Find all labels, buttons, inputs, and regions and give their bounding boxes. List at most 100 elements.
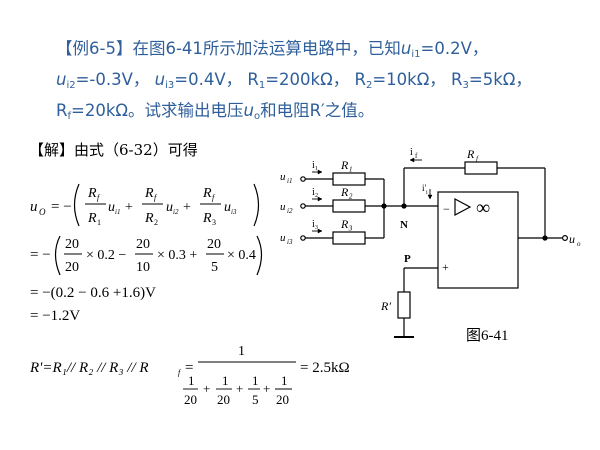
- svg-text:R₁: R₁: [340, 158, 353, 172]
- resistor-r1: [332, 172, 366, 186]
- svg-text:i2: i2: [173, 208, 179, 216]
- svg-text:i₂: i₂: [312, 187, 318, 198]
- svg-text:f: f: [212, 193, 216, 202]
- svg-text:−: −: [443, 202, 450, 216]
- svg-text:N: N: [400, 219, 408, 231]
- svg-text:R: R: [144, 211, 154, 226]
- uo-terminal: [561, 235, 568, 242]
- ui3-value: =0.4V，: [174, 70, 243, 89]
- opamp-box: [437, 191, 519, 289]
- ui2-value: =-0.3V，: [75, 70, 150, 89]
- svg-text:∞: ∞: [476, 197, 490, 219]
- svg-text:3: 3: [212, 218, 216, 227]
- svg-text:20: 20: [184, 392, 197, 407]
- svg-text:u: u: [569, 232, 575, 246]
- problem-line-2: ui2=-0.3V， ui3=0.4V， R1=200kΩ， R2=10kΩ， …: [56, 70, 532, 91]
- uo-formula-line-3: = −1.2V: [30, 308, 80, 324]
- svg-text:+: +: [203, 381, 210, 396]
- ui1-value: =0.2V，: [420, 39, 489, 58]
- problem-statement: 【例6-5】在图6-41所示加法运算电路中，已知ui1=0.2V， ui2=-0…: [56, 36, 586, 129]
- svg-text:× 0.3 +: × 0.3 +: [157, 248, 197, 263]
- svg-text:= 2.5kΩ: = 2.5kΩ: [300, 360, 350, 376]
- svg-text:f: f: [415, 152, 418, 160]
- uo-formula-line-2: = −(0.2 − 0.6 +1.6)V: [30, 285, 156, 301]
- svg-text:i3: i3: [287, 238, 293, 246]
- solution-label: 【解】由式（6-32）可得: [29, 141, 198, 159]
- svg-text:f: f: [154, 193, 158, 202]
- svg-text:o: o: [577, 240, 581, 248]
- svg-text:u: u: [224, 200, 231, 215]
- svg-text:20: 20: [207, 237, 221, 252]
- svg-text:i′: i′: [422, 183, 427, 193]
- svg-text:20: 20: [217, 392, 230, 407]
- svg-text:i2: i2: [287, 207, 293, 215]
- svg-text:= −: = −: [30, 247, 51, 263]
- svg-text:i3: i3: [231, 208, 237, 216]
- circuit-labels: i₁ i₂ i₃ R₁ R₂ R₃ R f i f i′ i u i1 u i2…: [280, 147, 581, 344]
- svg-text:R: R: [144, 186, 154, 201]
- svg-text:1: 1: [281, 373, 288, 388]
- svg-text:= −: = −: [51, 199, 72, 215]
- rf-value: =20kΩ。: [71, 101, 145, 120]
- opamp-triangle-icon: [454, 198, 472, 216]
- svg-text:u: u: [166, 200, 173, 215]
- svg-text:× 0.4: × 0.4: [227, 248, 256, 263]
- svg-text:5: 5: [252, 392, 259, 407]
- svg-text:=: =: [185, 360, 193, 376]
- svg-text:+: +: [183, 200, 191, 215]
- svg-text:1: 1: [97, 218, 101, 227]
- svg-text:1: 1: [238, 344, 245, 359]
- r1-value: =200kΩ，: [265, 70, 350, 89]
- resistor-rf: [464, 161, 498, 175]
- svg-text:R: R: [87, 186, 97, 201]
- resistor-rprime: [397, 291, 411, 319]
- ui1-terminal: [300, 176, 306, 182]
- svg-text:f: f: [476, 155, 479, 163]
- circuit-diagram: [300, 157, 568, 338]
- svg-text:i: i: [426, 190, 428, 196]
- rprime-formula: R'=R₁// R₂ // R₃ // R f = 1 1 20 + 1 20 …: [29, 344, 350, 407]
- svg-text:R₂: R₂: [340, 185, 353, 199]
- svg-text:R: R: [466, 147, 475, 161]
- svg-text:1: 1: [188, 373, 195, 388]
- svg-text:u: u: [280, 201, 286, 213]
- svg-text:u: u: [30, 199, 38, 215]
- problem-ask-2: 和电阻R′之值。: [260, 101, 375, 120]
- svg-text:20: 20: [65, 237, 79, 252]
- svg-text:P: P: [404, 253, 411, 265]
- svg-text:u: u: [108, 200, 115, 215]
- uo-formula-line-1: = − 20 20 × 0.2 − 20 10 × 0.3 + 20 5 × 0…: [30, 235, 263, 276]
- svg-text:i1: i1: [115, 208, 120, 216]
- problem-ask-1: 试求输出电压: [144, 101, 244, 120]
- svg-text:2: 2: [154, 218, 158, 227]
- svg-text:+: +: [125, 200, 133, 215]
- svg-text:20: 20: [136, 237, 150, 252]
- svg-text:× 0.2 −: × 0.2 −: [86, 248, 126, 263]
- svg-text:R'=R₁// R₂ // R₃ // R: R'=R₁// R₂ // R₃ // R: [29, 360, 149, 376]
- svg-text:1: 1: [252, 373, 259, 388]
- svg-text:5: 5: [211, 260, 218, 275]
- svg-text:i₃: i₃: [312, 219, 318, 230]
- svg-text:i₁: i₁: [312, 160, 318, 171]
- svg-text:R₃: R₃: [340, 217, 353, 231]
- example-tag: 【例6-5】: [56, 39, 133, 58]
- svg-text:i: i: [410, 147, 413, 158]
- svg-text:+: +: [263, 381, 270, 396]
- svg-text:f: f: [97, 193, 101, 202]
- svg-text:20: 20: [276, 392, 289, 407]
- figure-caption: 图6-41: [466, 327, 509, 344]
- problem-intro: 在图6-41所示加法运算电路中，已知: [132, 39, 401, 58]
- svg-text:u: u: [280, 171, 286, 183]
- problem-line-3: Rf=20kΩ。试求输出电压uo和电阻R′之值。: [56, 101, 375, 122]
- svg-text:+: +: [442, 260, 449, 274]
- svg-text:i1: i1: [287, 177, 292, 185]
- r3-value: =5kΩ，: [468, 70, 532, 89]
- svg-text:1: 1: [222, 373, 229, 388]
- svg-text:R: R: [202, 186, 212, 201]
- svg-text:u: u: [280, 232, 286, 244]
- svg-text:10: 10: [136, 260, 150, 275]
- resistor-r2: [332, 199, 366, 213]
- svg-text:20: 20: [65, 260, 79, 275]
